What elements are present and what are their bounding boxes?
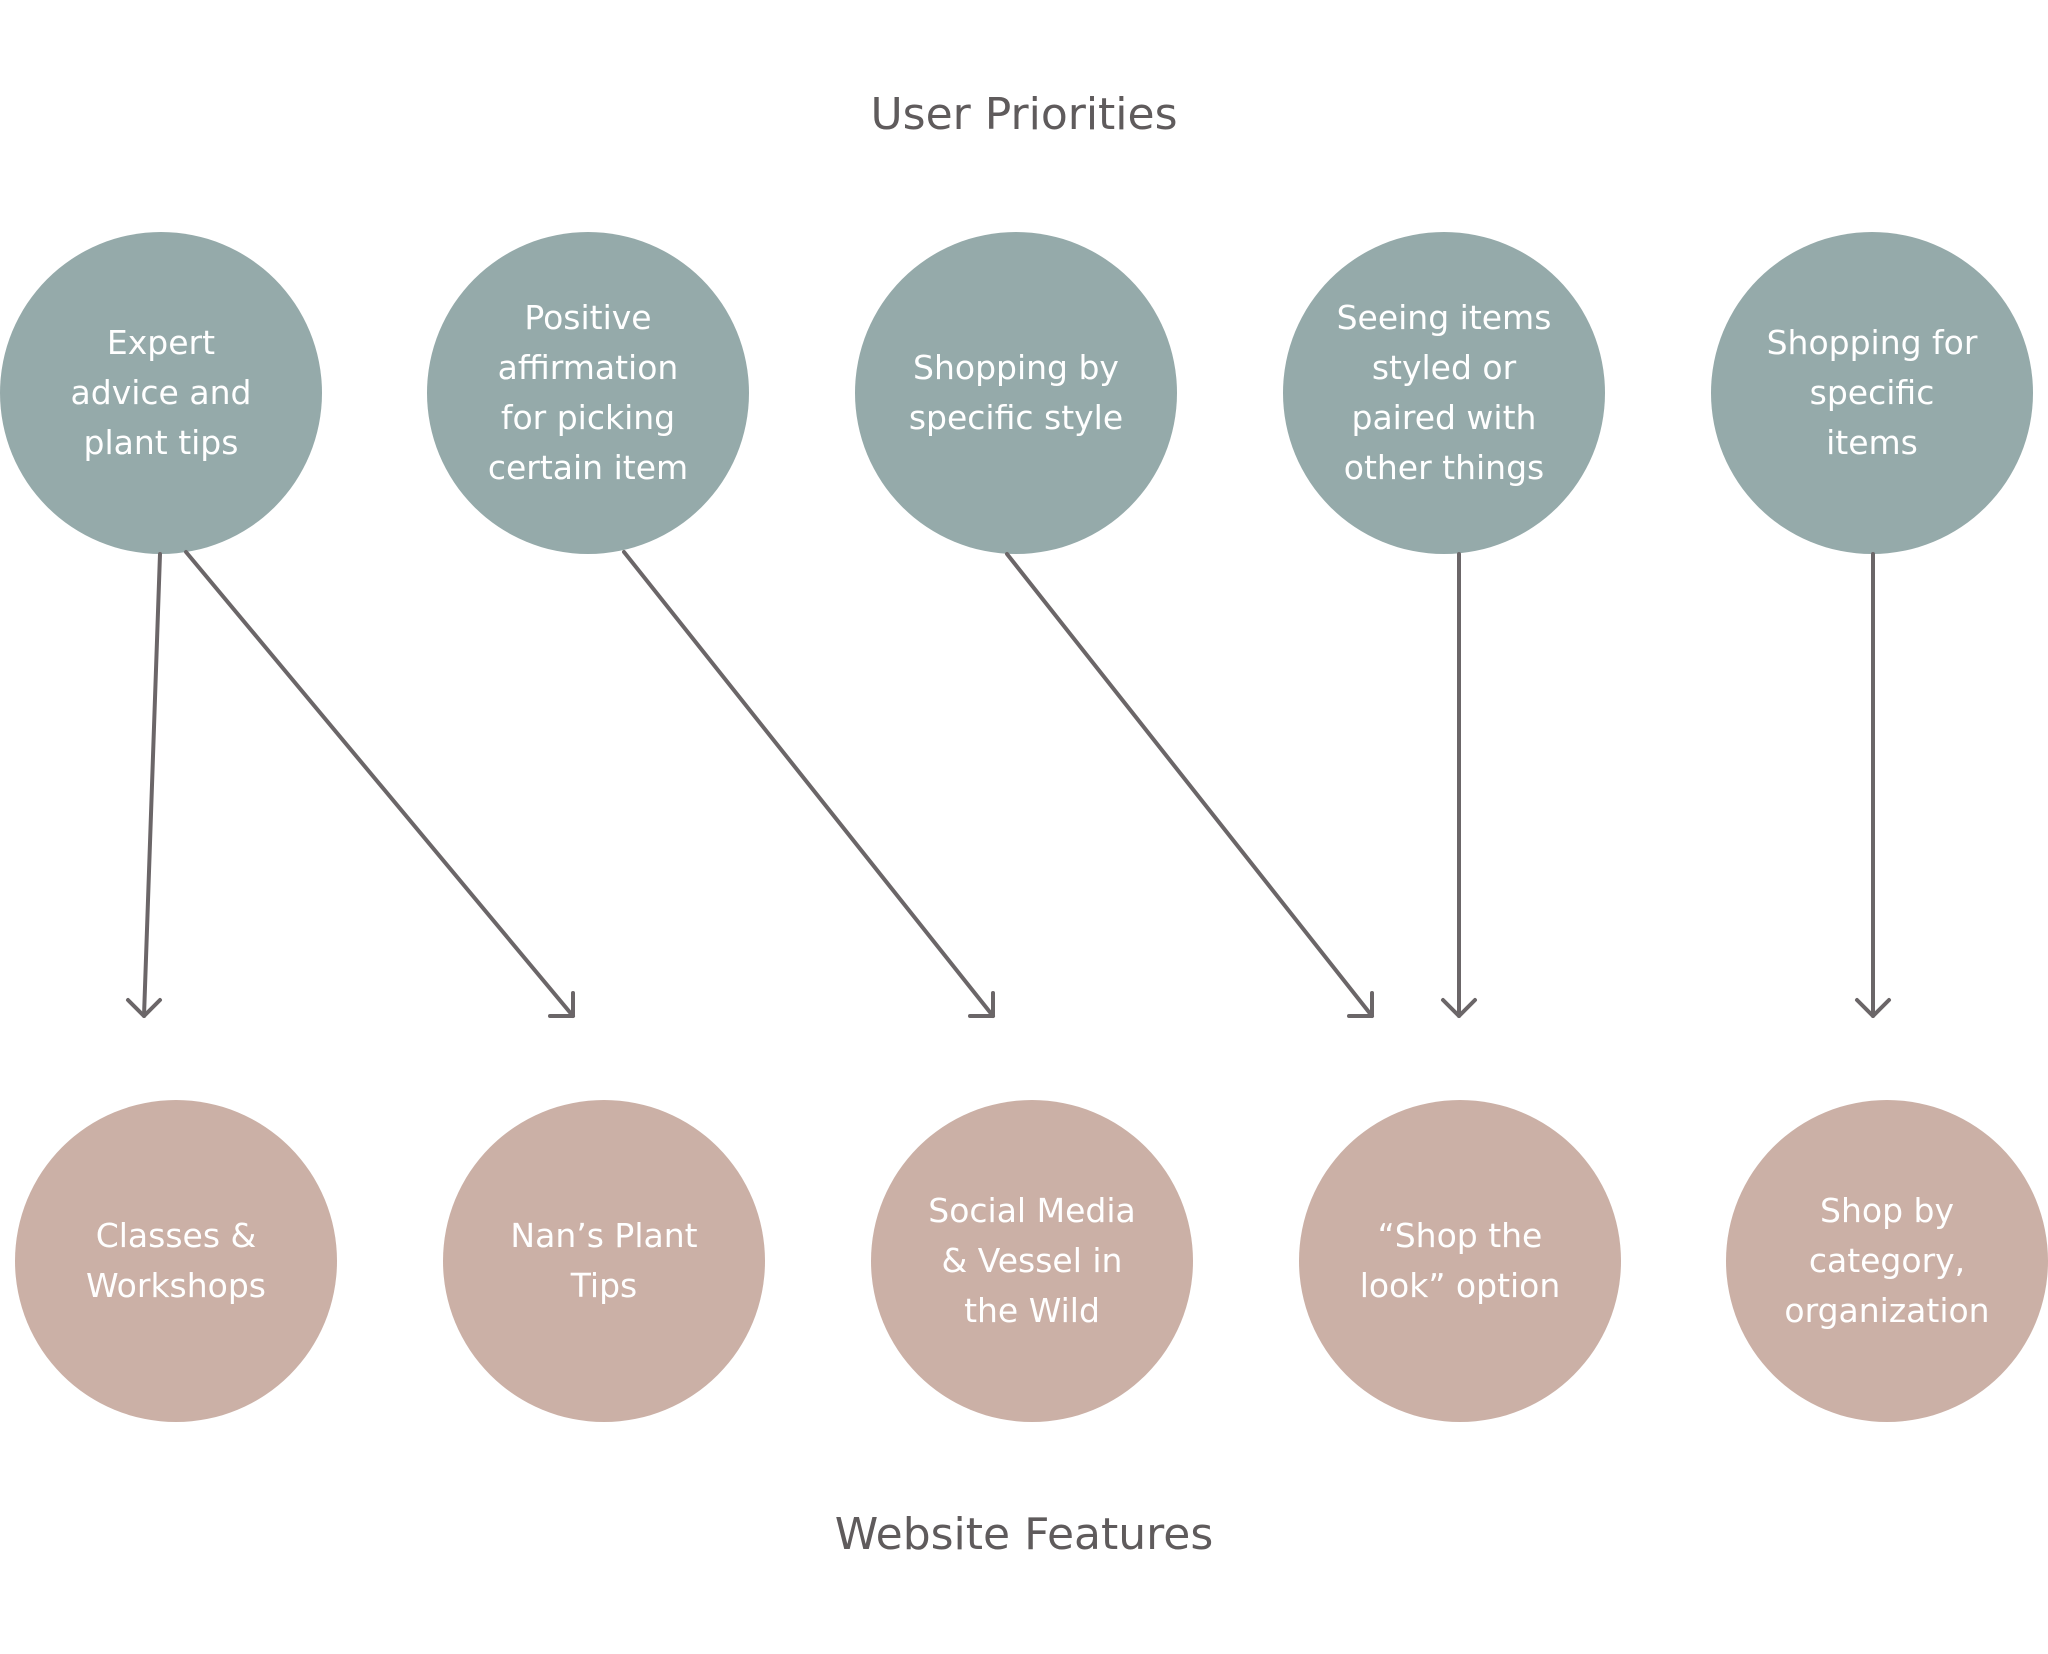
arrow-specific-items-to-shop-by-category <box>1855 552 1891 1018</box>
feature-shop-the-look: “Shop the look” option <box>1299 1100 1621 1422</box>
feature-classes-workshops: Classes & Workshops <box>15 1100 337 1422</box>
website-features-heading: Website Features <box>834 1509 1214 1560</box>
arrow-styled-items-to-shop-the-look <box>1441 552 1477 1018</box>
priority-shopping-specific-items: Shopping for specific items <box>1711 232 2033 554</box>
arrow-affirmation-to-social-media <box>622 550 995 1018</box>
feature-nans-plant-tips: Nan’s Plant Tips <box>443 1100 765 1422</box>
user-priorities-heading: User Priorities <box>870 89 1178 140</box>
priority-shopping-by-style: Shopping by specific style <box>855 232 1177 554</box>
priority-expert-advice: Expert advice and plant tips <box>0 232 322 554</box>
arrow-style-to-shop-the-look <box>1005 552 1374 1018</box>
arrow-expert-to-classes <box>126 552 162 1018</box>
feature-shop-by-category: Shop by category, organization <box>1726 1100 2048 1422</box>
feature-social-media-vessel: Social Media & Vessel in the Wild <box>871 1100 1193 1422</box>
priority-seeing-items-styled: Seeing items styled or paired with other… <box>1283 232 1605 554</box>
priority-positive-affirmation: Positive affirmation for picking certain… <box>427 232 749 554</box>
arrow-expert-to-plant-tips <box>184 550 575 1018</box>
